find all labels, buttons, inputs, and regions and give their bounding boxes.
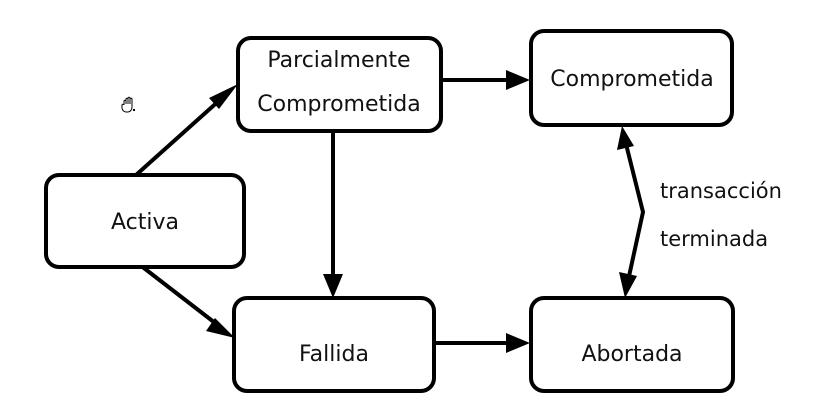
node-box-activa [44, 173, 246, 269]
node-box-parcialmente-comprometida [236, 36, 443, 133]
edge-activa-to-fallida [138, 263, 235, 338]
node-label-activa: Activa [111, 210, 179, 235]
node-label-parcialmente-line2: Comprometida [257, 92, 420, 117]
hand-cursor-icon [121, 96, 135, 113]
node-label-abortada: Abortada [581, 342, 682, 367]
node-label-parcialmente-line1: Parcialmente [267, 48, 410, 73]
edge-abortada-to-comprometida [617, 126, 646, 298]
node-comprometida: Comprometida [529, 29, 734, 127]
node-activa: Activa [44, 173, 246, 269]
node-box-fallida [232, 296, 436, 393]
edge-label-line2: terminada [660, 227, 768, 251]
node-abortada: Abortada [529, 296, 735, 393]
edge-parcialmente-to-fallida [323, 131, 343, 298]
edge-fallida-to-abortada [434, 333, 530, 353]
node-box-abortada [529, 296, 735, 393]
edge-parcialmente-to-comprometida [442, 70, 530, 90]
node-label-comprometida: Comprometida [550, 67, 713, 92]
edge-activa-to-parcialmente-comprometida [134, 84, 238, 177]
edge-label-line1: transacción [660, 179, 782, 203]
edges [134, 70, 646, 353]
node-box-comprometida [529, 29, 734, 127]
node-fallida: Fallida [232, 296, 436, 393]
node-label-fallida: Fallida [299, 342, 369, 367]
edge-label-transaccion-terminada: transacción terminada [660, 179, 782, 251]
node-parcialmente-comprometida: Parcialmente Comprometida [236, 36, 443, 133]
